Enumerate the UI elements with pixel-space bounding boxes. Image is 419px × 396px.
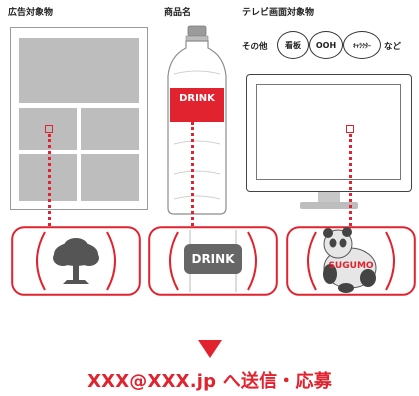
- tv-stand: [300, 202, 358, 209]
- ad-block-mid-right: [81, 108, 139, 150]
- down-arrow-icon: [198, 340, 222, 358]
- bottle-label: DRINK: [179, 93, 215, 104]
- ad-document: [10, 27, 148, 210]
- product-dotted-connector: [191, 122, 194, 232]
- ad-block-top: [19, 38, 139, 103]
- bottle-illustration: [167, 25, 227, 215]
- tv-target-header: テレビ画面対象物: [242, 8, 315, 18]
- tv-examples-prefix: その他: [242, 42, 268, 52]
- tv-examples-suffix: など: [384, 42, 402, 52]
- frame-sugumo-label: SUGUMO: [328, 261, 374, 271]
- frame-tree: [11, 226, 141, 296]
- tv-screen: [246, 74, 412, 192]
- ad-target-header: 広告対象物: [8, 8, 54, 18]
- ad-target-marker: [45, 125, 53, 133]
- product-name-header: 商品名: [164, 8, 192, 18]
- frame-panda: [286, 226, 416, 296]
- submit-instruction: XXX@XXX.jp へ送信・応募: [87, 371, 332, 392]
- tv-dotted-connector: [349, 134, 352, 232]
- tv-display-area: [256, 84, 401, 180]
- product-target-marker: [188, 113, 196, 121]
- frame-drink: [148, 226, 278, 296]
- ad-block-bottom-right: [81, 154, 139, 201]
- signboard-pill: 看板: [277, 31, 309, 59]
- ooh-pill: OOH: [309, 31, 343, 59]
- frame-drink-label: DRINK: [191, 252, 235, 266]
- character-pill: ｷｬﾗｸﾀｰ: [343, 31, 381, 59]
- ad-dotted-connector: [48, 134, 51, 232]
- tv-neck: [318, 192, 340, 202]
- tv-target-marker: [346, 125, 354, 133]
